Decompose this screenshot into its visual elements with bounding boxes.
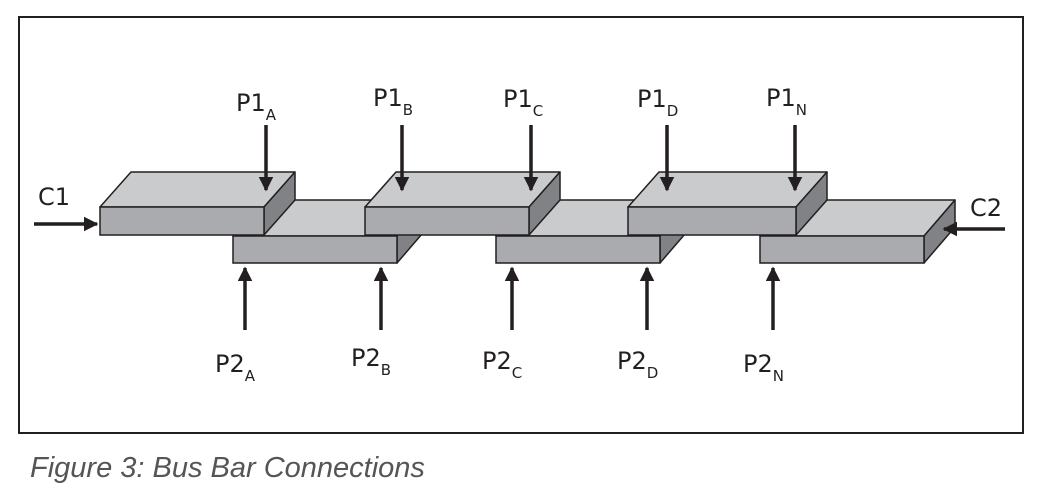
p1-c-label: P1C [503,85,543,120]
upper-bar-3 [627,171,828,236]
c1-label: C1 [38,183,70,211]
p1-n-label: P1N [766,84,807,119]
bus-bar-diagram: C1 C2 P1A P1B P1C P1D P1N P2A P2B P2C P2… [34,84,1005,385]
p2-c-label: P2C [482,347,522,382]
p2-b-label: P2B [351,344,391,379]
p1-a-label: P1A [236,89,277,124]
p2-n-label: P2N [743,350,784,385]
p1-d-label: P1D [637,85,678,120]
figure-caption: Figure 3: Bus Bar Connections [30,452,425,484]
p1-b-label: P1B [373,84,413,119]
p2-d-label: P2D [617,347,658,382]
upper-bar-1 [99,171,296,236]
p2-a-label: P2A [215,350,256,385]
upper-bar-2 [364,171,561,236]
c2-label: C2 [970,194,1002,222]
